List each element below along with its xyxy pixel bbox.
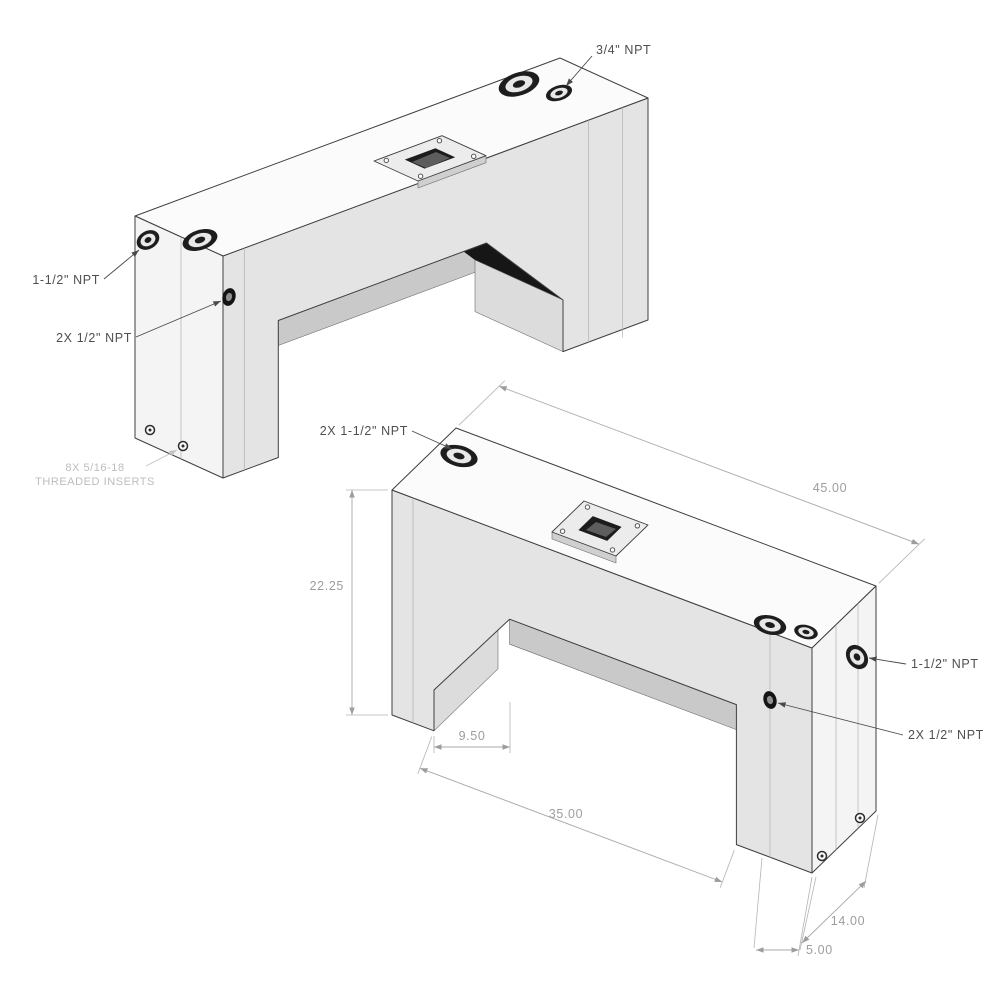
tank-front-face (222, 97, 649, 479)
dimension-inset: 5.00 (753, 857, 833, 957)
leader-line (145, 449, 178, 467)
tank-end-face (134, 215, 224, 479)
fill-cap-2x-1-1-2-npt (440, 444, 478, 468)
label-1-1-2-npt: 1-1/2" NPT (911, 657, 979, 671)
fill-cap (182, 228, 218, 252)
leader-line (565, 55, 593, 87)
mounting-flange (373, 135, 487, 189)
label-2x-1-2-npt: 2X 1/2" NPT (908, 728, 984, 742)
port-1-1-2-npt (845, 644, 869, 670)
threaded-inserts (816, 812, 866, 862)
lower-isometric-view: 2X 1-1/2" NPT 1-1/2" NPT 2X 1/2" NPT 45.… (310, 380, 984, 957)
label-1-1-2-npt: 1-1/2" NPT (32, 273, 100, 287)
port-1-2-npt (763, 691, 777, 709)
dimension-depth: 14.00 (799, 814, 879, 951)
label-3-4-npt: 3/4" NPT (596, 43, 651, 57)
dimension-leg: 9.50 (433, 702, 511, 753)
fill-cap (498, 71, 540, 97)
leader-line (103, 249, 140, 280)
dimension-label-45: 45.00 (813, 481, 847, 495)
leader-line (135, 300, 222, 338)
label-threaded-inserts-line1: 8X 5/16-18 (65, 462, 124, 474)
threaded-inserts (144, 424, 189, 452)
port-1-1-2-npt (136, 230, 160, 250)
fill-cap (753, 614, 787, 636)
flange-bolt-holes (383, 138, 477, 179)
port-1-2-npt (222, 288, 236, 306)
dimension-label-22-25: 22.25 (310, 579, 344, 593)
leader-line (777, 702, 904, 736)
fill-cap-3-4-npt (545, 84, 573, 102)
flange-hole-inner-wall (412, 152, 450, 168)
dimension-label-5: 5.00 (806, 943, 833, 957)
label-2x-1-1-2-npt: 2X 1-1/2" NPT (320, 424, 408, 438)
label-2x-1-2-npt: 2X 1/2" NPT (56, 331, 132, 345)
fill-cap (794, 624, 818, 640)
dimension-height: 22.25 (310, 489, 388, 716)
dimension-label-35: 35.00 (549, 807, 583, 821)
dimension-length: 45.00 (458, 380, 926, 584)
dimension-label-14: 14.00 (831, 914, 865, 928)
label-threaded-inserts-line2: THREADED INSERTS (35, 476, 155, 488)
leader-line (868, 656, 907, 665)
dimension-label-9-50: 9.50 (459, 729, 486, 743)
upper-isometric-view: 3/4" NPT 1-1/2" NPT 2X 1/2" NPT 8X 5/16-… (32, 43, 651, 488)
dimension-span: 35.00 (417, 736, 735, 888)
leader-line (411, 430, 453, 450)
